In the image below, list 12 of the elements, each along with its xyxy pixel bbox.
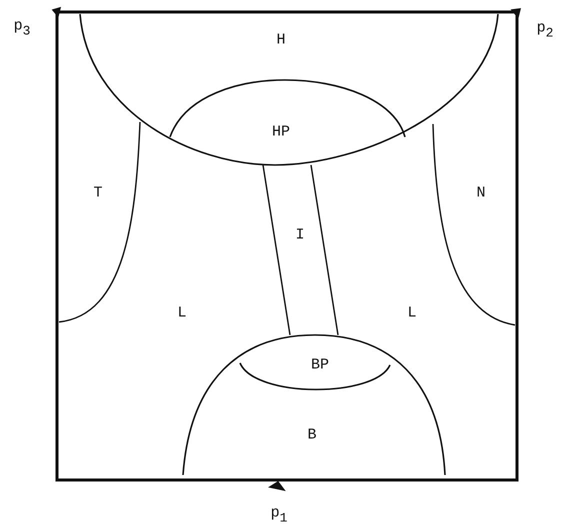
region-label: HP xyxy=(272,124,290,140)
region-label: L xyxy=(408,306,416,320)
region-label: T xyxy=(94,186,102,200)
region-label: I xyxy=(296,228,304,242)
region-label: B xyxy=(308,428,316,442)
point-label: p$_{1}$ xyxy=(270,506,288,524)
region-label: L xyxy=(178,306,186,320)
point-label: p$_{3}$ xyxy=(14,18,30,38)
region-label: BP xyxy=(311,358,329,372)
region-label: N xyxy=(476,186,486,200)
point-label: p$_{2}$ xyxy=(536,20,554,40)
region-label: H xyxy=(276,32,286,48)
